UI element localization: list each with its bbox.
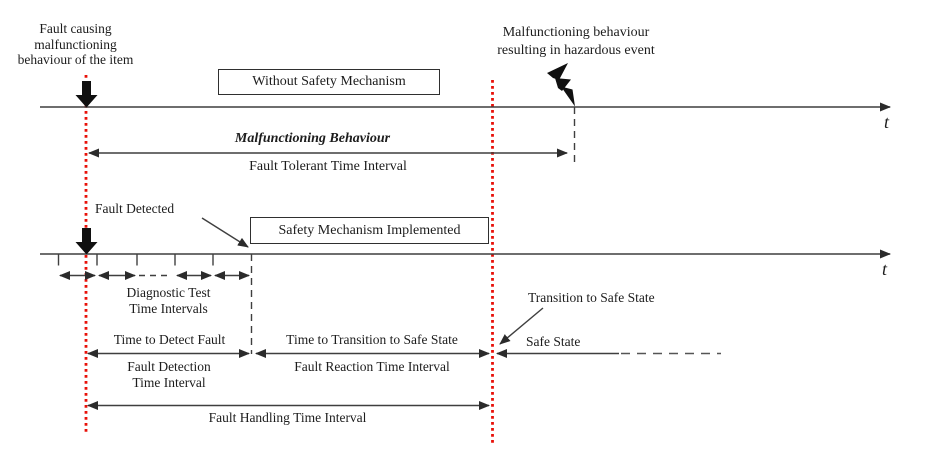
fault-tolerant-interval-label: Fault Tolerant Time Interval [249,159,407,174]
diagnostic-tick-marks [57,254,214,266]
bottom-axis-t-label: t [882,259,888,279]
transition-to-safe-state-label: Transition to Safe State [528,290,655,305]
hazard-event-label: Malfunctioning behaviour resulting in ha… [497,25,655,58]
lightning-icon [547,63,575,107]
transition-pointer-arrow [499,307,544,345]
malfunctioning-behaviour-label: Malfunctioning Behaviour [234,131,391,146]
time-to-transition-label: Time to Transition to Safe State [286,332,458,347]
diagnostic-test-intervals-label: Diagnostic Test Time Intervals [126,285,211,316]
fault-arrow-icon [75,228,98,255]
fault-detected-pointer-arrow [201,217,249,248]
fault-reaction-interval-label: Fault Reaction Time Interval [294,359,450,374]
time-to-detect-fault-label: Time to Detect Fault [113,332,226,347]
safety-mechanism-implemented-box: Safety Mechanism Implemented [250,217,489,244]
fault-detection-interval-label: Fault Detection Time Interval [127,359,211,390]
top-axis-t-label: t [884,112,890,132]
fault-detected-label: Fault Detected [95,201,175,216]
without-safety-mechanism-box: Without Safety Mechanism [218,69,440,95]
fault-causing-label: Fault causing malfunctioning behaviour o… [17,21,134,67]
fault-handling-interval-label: Fault Handling Time Interval [208,410,367,425]
fault-arrow-icon [75,81,98,108]
safe-state-label: Safe State [526,334,581,349]
